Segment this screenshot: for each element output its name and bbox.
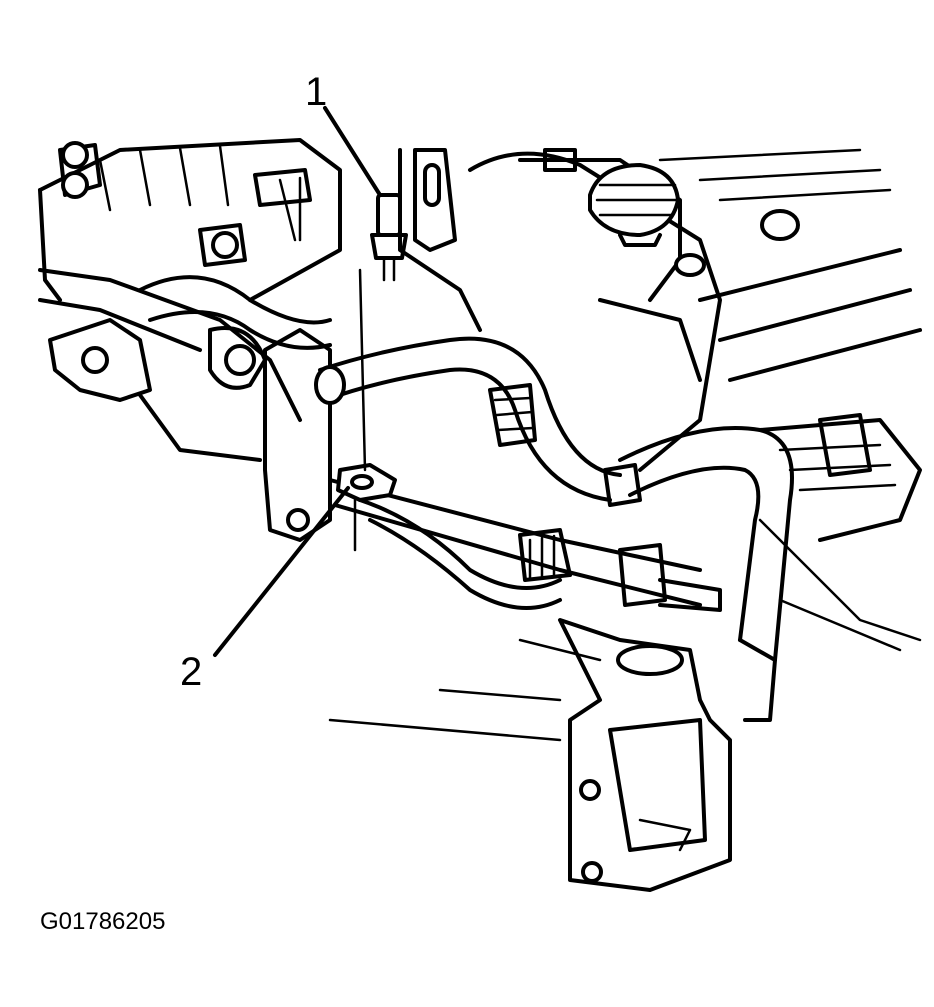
engine-block-right	[468, 148, 922, 542]
figure-id: G01786205	[40, 908, 166, 935]
lower-mounting-plate	[558, 618, 732, 892]
leader-line-1	[323, 106, 382, 197]
callout-number-1: 1	[305, 70, 328, 114]
background-edges	[328, 518, 922, 742]
leader-line-2	[213, 486, 350, 657]
mounting-bolt	[336, 268, 397, 552]
oil-filler-cap	[543, 148, 800, 277]
sensor-component	[370, 193, 408, 282]
callout-number-2: 2	[180, 650, 203, 694]
heater-hose-left	[138, 275, 332, 390]
lower-tube-assembly	[328, 478, 722, 612]
lower-left-bracket	[38, 268, 302, 462]
intake-manifold-left	[38, 138, 342, 302]
radiator-hose-right	[603, 426, 794, 722]
upper-coolant-hose	[314, 336, 622, 502]
